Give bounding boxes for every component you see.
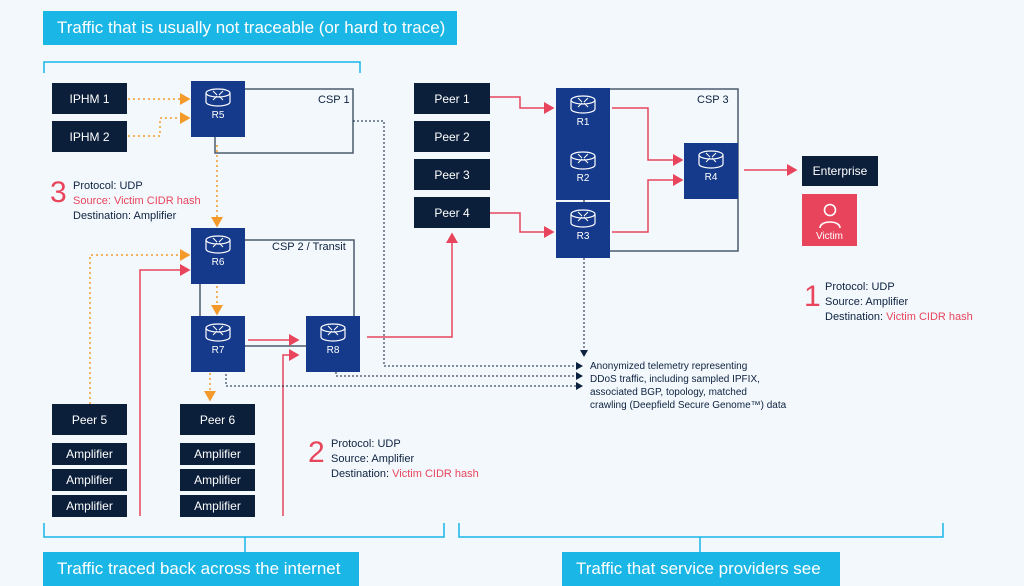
peer1-node: Peer 1 [414,83,490,114]
bottom-left-bracket [43,523,445,538]
router-r2: R2 [556,144,610,200]
annotation-1-protocol: Protocol: UDP [825,281,895,293]
annotation-2-destination-label: Destination: [331,468,393,480]
annotation-1-destination-value: Victim CIDR hash [886,311,973,323]
annotation-2-number: 2 [308,436,325,469]
annotation-3-protocol: Protocol: UDP [73,180,143,192]
router-icon [205,235,231,254]
router-icon [205,323,231,342]
router-label: R2 [576,173,590,184]
csp2-box [199,239,355,347]
router-r3: R3 [556,202,610,258]
top-banner: Traffic that is usually not traceable (o… [43,11,457,45]
victim-label: Victim [815,231,844,242]
bottom-right-bracket [458,523,944,538]
router-icon [570,209,596,228]
csp2-label: CSP 2 / Transit [272,241,346,253]
router-r1: R1 [556,88,610,144]
telemetry-line-2: DDoS traffic, including sampled IPFIX, [590,374,760,385]
router-r4: R4 [684,143,738,199]
top-bracket [43,61,361,73]
amplifier-node: Amplifier [52,469,127,491]
annotation-3-destination: Destination: Amplifier [73,210,177,222]
person-icon [818,203,841,229]
iphm1-node: IPHM 1 [52,83,127,114]
router-r8: R8 [306,316,360,372]
victim-node: Victim [802,194,857,246]
bottom-left-banner: Traffic traced back across the internet [43,552,359,586]
router-icon [698,150,724,169]
annotation-2-source: Source: Amplifier [331,453,415,465]
bottom-right-banner: Traffic that service providers see [562,552,840,586]
annotation-3-source: Source: Victim CIDR hash [73,195,201,207]
annotation-2-destination-value: Victim CIDR hash [392,468,479,480]
annotation-1-destination-label: Destination: [825,311,887,323]
amplifier-node: Amplifier [180,469,255,491]
router-label: R4 [704,172,718,183]
csp3-label: CSP 3 [697,94,729,106]
peer3-node: Peer 3 [414,159,490,190]
router-label: R6 [211,257,225,268]
amplifier-node: Amplifier [52,495,127,517]
telemetry-note: Anonymized telemetry representing DDoS t… [590,360,786,412]
telemetry-line-4: crawling (Deepfield Secure Genome™) data [590,400,787,411]
annotation-1-source: Source: Amplifier [825,296,909,308]
router-r7: R7 [191,316,245,372]
router-r5: R5 [191,81,245,137]
router-label: R3 [576,231,590,242]
annotation-2-protocol: Protocol: UDP [331,438,401,450]
iphm2-node: IPHM 2 [52,121,127,152]
peer2-node: Peer 2 [414,121,490,152]
amplifier-node: Amplifier [180,443,255,465]
telemetry-line-3: associated BGP, topology, matched [590,387,747,398]
annotation-1-number: 1 [804,280,821,313]
amplifier-node: Amplifier [180,495,255,517]
annotation-3-number: 3 [50,176,67,209]
peer4-node: Peer 4 [414,197,490,228]
annotation-3: Protocol: UDP Source: Victim CIDR hash D… [73,179,201,224]
router-icon [320,323,346,342]
peer5-node: Peer 5 [52,404,127,435]
csp1-label: CSP 1 [318,94,350,106]
router-icon [205,88,231,107]
router-label: R7 [211,345,225,356]
amplifier-node: Amplifier [52,443,127,465]
peer6-node: Peer 6 [180,404,255,435]
router-r6: R6 [191,228,245,284]
annotation-2: Protocol: UDP Source: Amplifier Destinat… [331,437,479,482]
telemetry-line-1: Anonymized telemetry representing [590,361,748,372]
enterprise-node: Enterprise [802,156,878,186]
annotation-1: Protocol: UDP Source: Amplifier Destinat… [825,280,973,325]
router-icon [570,151,596,170]
router-icon [570,95,596,114]
router-label: R5 [211,110,225,121]
router-label: R1 [576,117,590,128]
router-label: R8 [326,345,340,356]
